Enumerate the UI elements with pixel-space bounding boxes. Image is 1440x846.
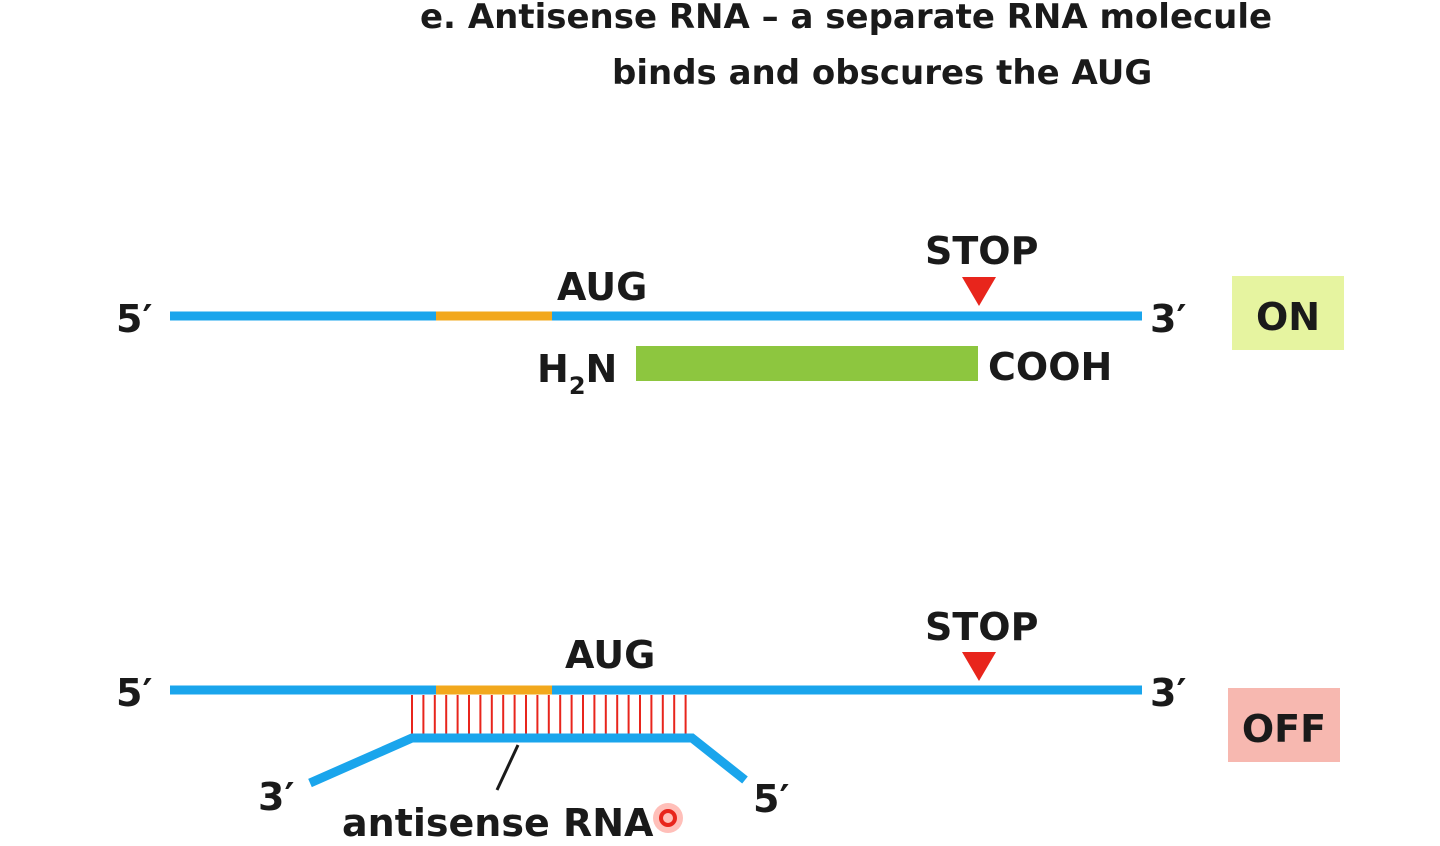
on-five-prime-label: 5′ [116, 297, 152, 341]
off-aug-label: AUG [565, 633, 655, 677]
off-stop-label: STOP [925, 605, 1038, 649]
on-aug-label: AUG [557, 265, 647, 309]
on-stop-label: STOP [925, 229, 1038, 273]
on-state-badge [1232, 276, 1344, 350]
off-state-badge [1228, 688, 1340, 762]
title: e. Antisense RNA – a separate RNA molecu… [420, 0, 1272, 93]
antisense-three-prime-label: 3′ [258, 775, 294, 819]
off-state-label: OFF [1242, 707, 1326, 751]
on-stop-marker-icon [962, 277, 996, 306]
off-panel: 5′ AUG STOP 3′ OFF 3′ 5′ antisense RNA [116, 605, 1340, 845]
cursor-highlight-icon [653, 803, 683, 833]
n-terminus-label: H2N [537, 347, 617, 400]
off-five-prime-label: 5′ [116, 671, 152, 715]
off-three-prime-label: 3′ [1150, 671, 1186, 715]
on-state-label: ON [1256, 295, 1320, 339]
title-line-1: e. Antisense RNA – a separate RNA molecu… [420, 0, 1272, 37]
c-terminus-label: COOH [988, 345, 1112, 389]
base-pairing-lines [411, 695, 687, 734]
on-three-prime-label: 3′ [1150, 297, 1186, 341]
antisense-rna-strand [308, 733, 748, 788]
on-panel: 5′ AUG STOP 3′ ON H2N COOH [116, 229, 1344, 400]
antisense-five-prime-label: 5′ [753, 777, 789, 821]
protein-bar [636, 346, 978, 381]
antisense-pointer-line [495, 744, 520, 791]
off-stop-marker-icon [962, 652, 996, 681]
title-line-2: binds and obscures the AUG [612, 53, 1152, 93]
antisense-rna-label: antisense RNA [342, 801, 654, 845]
